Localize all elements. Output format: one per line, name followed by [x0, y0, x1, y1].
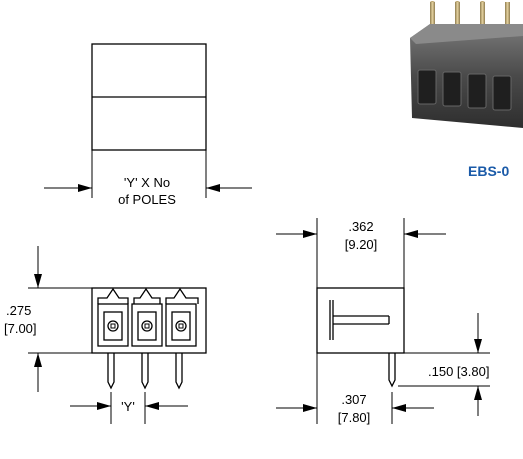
product-pins	[430, 1, 510, 28]
pole-width-label-line2: of POLES	[118, 192, 176, 207]
pin-offset-dimension: .307 [7.80]	[276, 353, 434, 425]
depth-dimension: .362 [9.20]	[276, 218, 446, 288]
model-code: EBS-0	[468, 163, 509, 179]
pin-length-dimension: .150 [3.80]	[398, 313, 490, 416]
product-photo: EBS-0	[410, 1, 523, 179]
top-view: 'Y' X No of POLES	[44, 43, 252, 207]
front-view: .275 [7.00] 'Y'	[4, 246, 207, 424]
product-slots	[417, 69, 512, 111]
pin-offset-mm-label: [7.80]	[338, 410, 371, 425]
height-inch-label: .275	[6, 303, 31, 318]
front-view-cavities	[97, 287, 199, 347]
side-view-contact	[329, 300, 390, 340]
side-view-pin	[388, 353, 396, 388]
pitch-dimension: 'Y'	[70, 392, 188, 424]
front-view-body	[91, 287, 207, 354]
height-mm-label: [7.00]	[4, 321, 37, 336]
pole-width-label-line1: 'Y' X No	[124, 175, 170, 190]
pitch-label: 'Y'	[121, 399, 135, 414]
depth-mm-label: [9.20]	[345, 237, 378, 252]
pin-offset-inch-label: .307	[341, 392, 366, 407]
pin-length-label: .150 [3.80]	[428, 364, 489, 379]
height-dimension: .275 [7.00]	[4, 246, 92, 392]
pole-width-dimension: 'Y' X No of POLES	[44, 175, 252, 207]
front-view-pins	[107, 353, 183, 390]
depth-inch-label: .362	[348, 219, 373, 234]
side-view-body	[316, 287, 405, 354]
side-view: .362 [9.20] .150 [3.80] .307 [7.80]	[276, 218, 490, 425]
